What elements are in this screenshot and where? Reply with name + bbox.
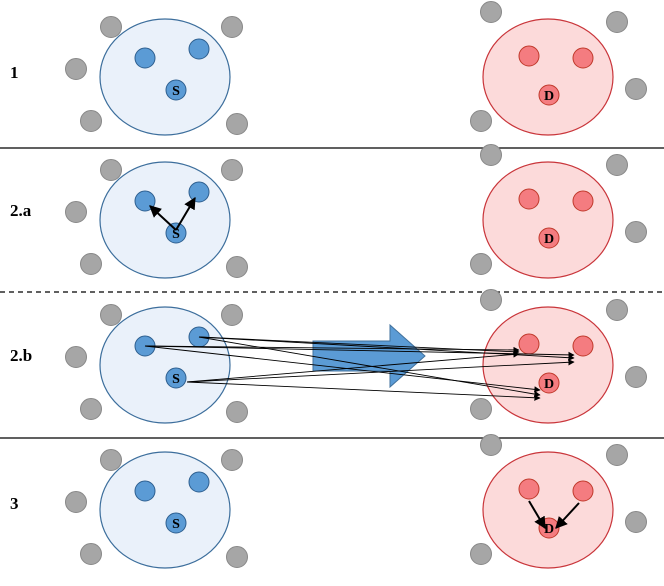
source-node-b-1 xyxy=(188,38,210,60)
outside-node-left-2-1 xyxy=(221,159,243,181)
outside-node-left-2-3 xyxy=(80,253,102,275)
outside-node-left-2-0 xyxy=(100,159,122,181)
outside-node-left-1-2 xyxy=(65,58,87,80)
dest-node-d-3 xyxy=(538,372,560,394)
outside-node-right-2-0 xyxy=(480,144,502,166)
local-arrows-2a xyxy=(149,196,196,231)
outside-node-left-1-3 xyxy=(80,110,102,132)
outside-node-right-1-1 xyxy=(606,11,628,33)
outside-node-right-2-2 xyxy=(625,221,647,243)
dest-node-b-4 xyxy=(572,480,594,502)
outside-node-left-4-1 xyxy=(221,449,243,471)
outside-node-left-1-4 xyxy=(226,113,248,135)
step-label-1: 1 xyxy=(10,63,19,82)
dest-label-1: D xyxy=(544,89,554,104)
outside-node-right-4-0 xyxy=(480,434,502,456)
outside-node-right-1-2 xyxy=(625,78,647,100)
step-label-2a: 2.a xyxy=(10,201,32,220)
outside-node-right-3-0 xyxy=(480,289,502,311)
dest-node-a-3 xyxy=(518,333,540,355)
source-cluster-3 xyxy=(99,306,231,424)
source-cluster-1 xyxy=(99,18,231,136)
outside-node-right-2-1 xyxy=(606,154,628,176)
dest-node-a-4 xyxy=(518,478,540,500)
dest-node-b-1 xyxy=(572,47,594,69)
outside-node-right-4-3 xyxy=(470,543,492,565)
source-label-2: S xyxy=(172,227,180,242)
dest-node-b-3 xyxy=(572,335,594,357)
transfer-lines-2b xyxy=(144,336,575,401)
outside-node-left-4-4 xyxy=(226,546,248,568)
source-node-a-4 xyxy=(134,480,156,502)
dest-cluster-2 xyxy=(482,161,614,279)
dest-cluster-4 xyxy=(482,451,614,569)
step-label-3: 3 xyxy=(10,494,19,513)
outside-node-right-4-1 xyxy=(606,444,628,466)
outside-node-left-2-2 xyxy=(65,201,87,223)
dest-node-a-2 xyxy=(518,188,540,210)
source-node-s-2 xyxy=(165,222,187,244)
outside-node-left-3-2 xyxy=(65,346,87,368)
outside-node-right-3-1 xyxy=(606,299,628,321)
outside-node-right-1-3 xyxy=(470,110,492,132)
outside-node-left-1-1 xyxy=(221,16,243,38)
source-cluster-4 xyxy=(99,451,231,569)
outside-node-left-2-4 xyxy=(226,256,248,278)
source-label-3: S xyxy=(172,372,180,387)
source-node-s-1 xyxy=(165,79,187,101)
outside-node-left-3-3 xyxy=(80,398,102,420)
outside-node-right-2-3 xyxy=(470,253,492,275)
source-node-b-4 xyxy=(188,471,210,493)
outside-node-left-4-0 xyxy=(100,449,122,471)
local-arrows-3 xyxy=(528,500,580,530)
dest-node-d-2 xyxy=(538,227,560,249)
outside-node-left-3-0 xyxy=(100,304,122,326)
dest-cluster-1 xyxy=(482,18,614,136)
dest-label-2: D xyxy=(544,232,554,247)
dest-cluster-3 xyxy=(482,306,614,424)
dest-node-b-2 xyxy=(572,190,594,212)
source-node-s-4 xyxy=(165,512,187,534)
outside-node-right-1-0 xyxy=(480,1,502,23)
source-node-b-2 xyxy=(188,181,210,203)
big-transfer-arrow xyxy=(312,323,426,389)
outside-node-left-3-1 xyxy=(221,304,243,326)
outside-node-right-3-3 xyxy=(470,398,492,420)
outside-node-right-3-2 xyxy=(625,366,647,388)
outside-node-left-3-4 xyxy=(226,401,248,423)
source-node-a-1 xyxy=(134,47,156,69)
step-label-2b: 2.b xyxy=(10,346,32,365)
outside-node-left-4-3 xyxy=(80,543,102,565)
dest-node-d-1 xyxy=(538,84,560,106)
outside-node-right-4-2 xyxy=(625,511,647,533)
dest-node-a-1 xyxy=(518,45,540,67)
source-node-s-3 xyxy=(165,367,187,389)
outside-node-left-1-0 xyxy=(100,16,122,38)
dest-label-3: D xyxy=(544,377,554,392)
source-label-4: S xyxy=(172,517,180,532)
source-label-1: S xyxy=(172,84,180,99)
dest-label-4: D xyxy=(544,522,554,537)
outside-node-left-4-2 xyxy=(65,491,87,513)
